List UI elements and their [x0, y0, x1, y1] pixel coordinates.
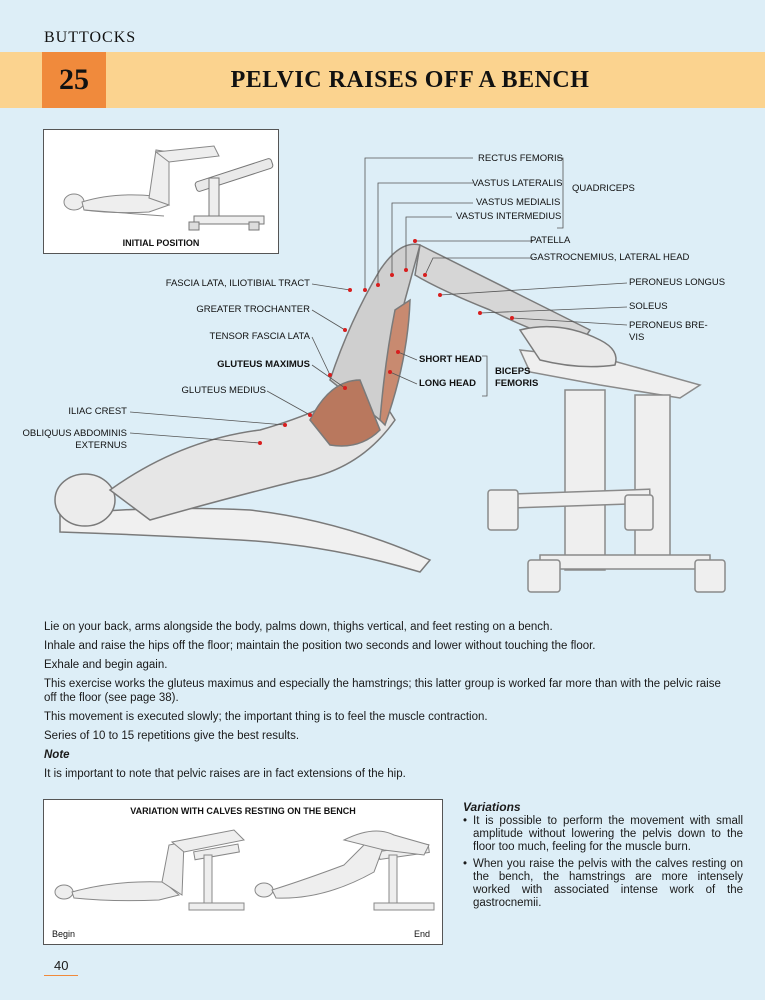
end-label: End	[414, 929, 431, 939]
bullet-icon: •	[463, 815, 468, 827]
label-gastrocnemius: GASTROCNEMIUS, LATERAL HEAD	[530, 252, 690, 263]
note-heading: Note	[44, 749, 70, 761]
label-peroneus-brevis-cont: VIS	[629, 332, 645, 343]
label-greater-trochanter: GREATER TROCHANTER	[196, 304, 310, 315]
label-rectus-femoris: RECTUS FEMORIS	[478, 153, 563, 164]
label-long-head: LONG HEAD	[419, 378, 476, 389]
section-label: BUTTOCKS	[44, 29, 137, 46]
label-biceps-femoris: FEMORIS	[495, 378, 539, 389]
note-text: It is important to note that pelvic rais…	[44, 768, 406, 780]
header-band	[0, 52, 765, 108]
label-gluteus-maximus: GLUTEUS MAXIMUS	[217, 359, 310, 370]
label-peroneus-longus: PERONEUS LONGUS	[629, 277, 726, 288]
label-patella: PATELLA	[530, 235, 571, 246]
label-vastus-lateralis: VASTUS LATERALIS	[472, 178, 563, 189]
initial-position-caption: INITIAL POSITION	[122, 238, 200, 248]
body-graphic	[54, 243, 617, 573]
label-tensor-fascia-lata: TENSOR FASCIA LATA	[209, 331, 310, 342]
bullet-icon: •	[463, 858, 468, 870]
variation-item: • It is possible to perform the movement…	[463, 815, 743, 853]
instruction-paragraph: Exhale and begin again.	[44, 659, 168, 671]
initial-position-figure: INITIAL POSITION	[43, 129, 279, 254]
exercise-title: PELVIC RAISES OFF A BENCH	[230, 66, 590, 93]
page-number: 40	[44, 958, 79, 976]
variation-figure: VARIATION WITH CALVES RESTING ON THE BEN…	[43, 799, 443, 945]
label-obliquus: OBLIQUUS ABDOMINIS	[22, 428, 127, 439]
instruction-paragraph: This movement is executed slowly; the im…	[44, 711, 488, 723]
label-gluteus-medius: GLUTEUS MEDIUS	[181, 385, 266, 396]
main-illustration	[54, 157, 726, 593]
label-vastus-intermedius: VASTUS INTERMEDIUS	[456, 211, 562, 222]
instruction-paragraph: This exercise works the gluteus maximus …	[44, 678, 721, 704]
variations-heading: Variations	[463, 800, 521, 814]
variation-caption: VARIATION WITH CALVES RESTING ON THE BEN…	[130, 806, 356, 816]
muscle-markers	[258, 239, 514, 445]
label-fascia-lata: FASCIA LATA, ILIOTIBIAL TRACT	[165, 278, 310, 289]
instruction-paragraph: Series of 10 to 15 repetitions give the …	[44, 730, 300, 742]
label-short-head: SHORT HEAD	[419, 354, 482, 365]
instruction-paragraph: Inhale and raise the hips off the floor;…	[44, 640, 596, 652]
label-vastus-medialis: VASTUS MEDIALIS	[476, 197, 561, 208]
leader-lines	[129, 157, 628, 444]
label-obliquus-cont: EXTERNUS	[75, 440, 127, 451]
begin-label: Begin	[52, 929, 76, 939]
variations-list: • It is possible to perform the movement…	[463, 815, 743, 914]
label-biceps: BICEPS	[495, 366, 531, 377]
variation-item: • When you raise the pelvis with the cal…	[463, 858, 743, 909]
instruction-paragraph: Lie on your back, arms alongside the bod…	[44, 621, 553, 633]
instructions: Lie on your back, arms alongside the bod…	[44, 620, 724, 786]
label-soleus: SOLEUS	[629, 301, 668, 312]
label-iliac-crest: ILIAC CREST	[68, 406, 127, 417]
variation-illustration	[54, 829, 435, 911]
exercise-number: 25	[42, 52, 106, 108]
label-quadriceps: QUADRICEPS	[572, 183, 635, 194]
initial-position-illustration	[63, 145, 274, 231]
label-peroneus-brevis: PERONEUS BRE-	[629, 320, 708, 331]
